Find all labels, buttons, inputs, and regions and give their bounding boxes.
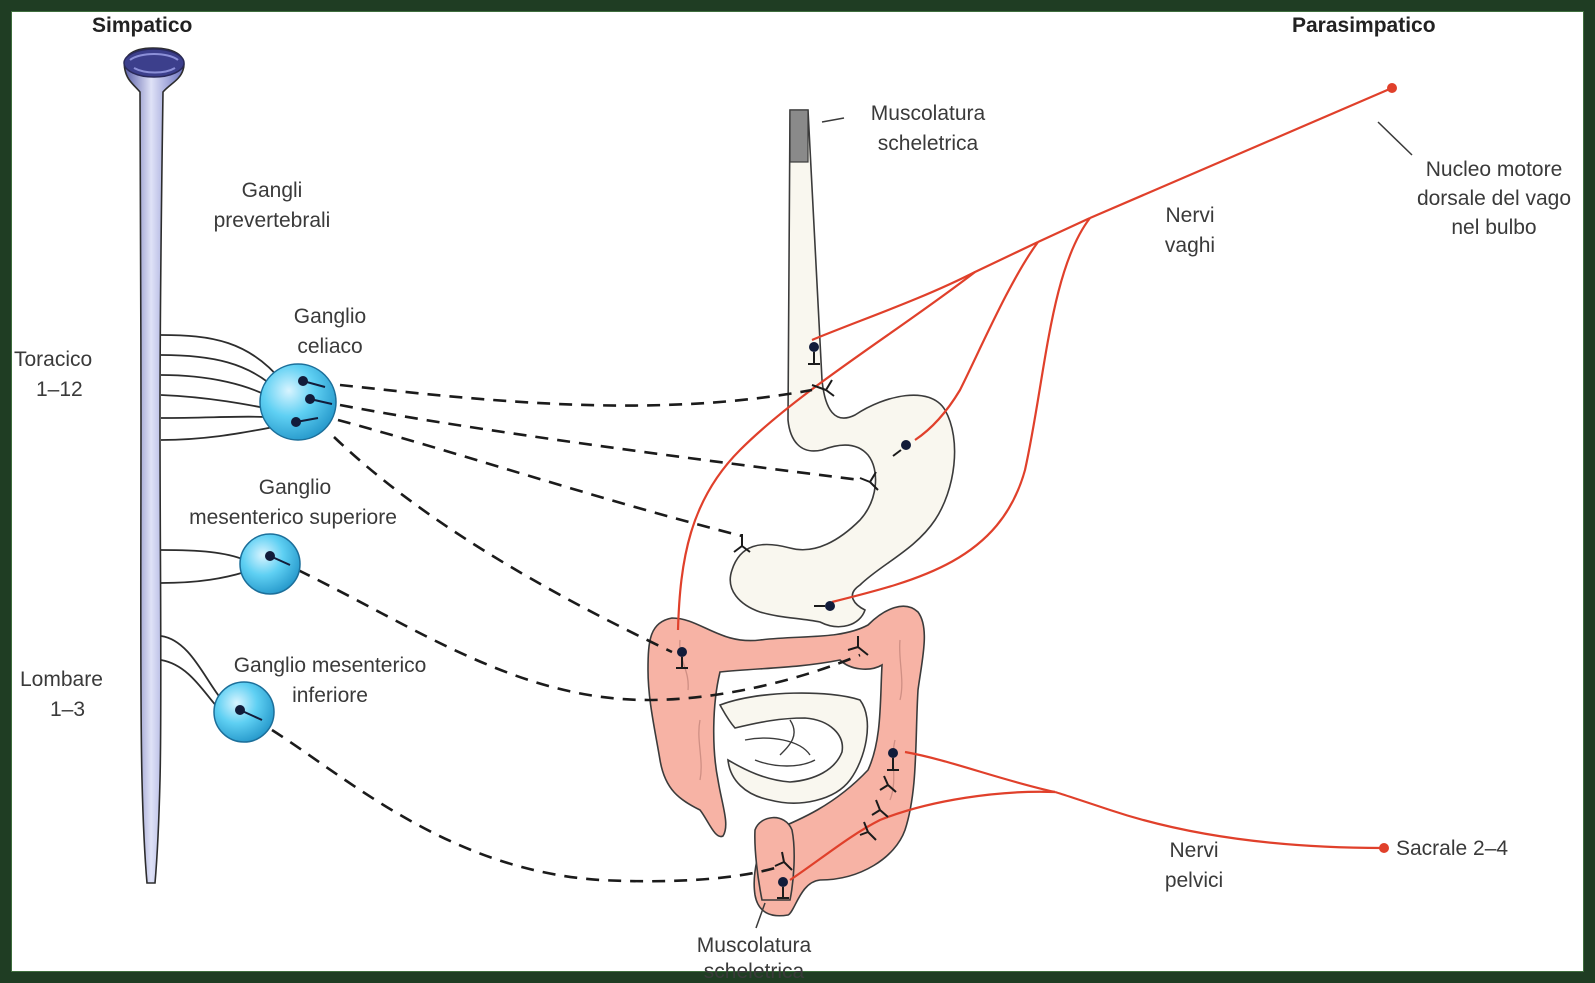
prevertebral-ganglia-label-1: Gangli bbox=[242, 179, 303, 202]
celiac-ganglion-label-1: Ganglio bbox=[294, 305, 366, 328]
pelvic-nerves-label-1: Nervi bbox=[1169, 839, 1218, 862]
sympathetic-header: Simpatico bbox=[92, 14, 192, 37]
thoracic-label-2: 1–12 bbox=[36, 378, 83, 401]
sympathetic-fibers bbox=[272, 385, 860, 881]
inferior-mesenteric-label-2: inferiore bbox=[292, 684, 368, 707]
superior-mesenteric-ganglion bbox=[240, 534, 300, 594]
dorsal-motor-nucleus-label-2: dorsale del vago bbox=[1417, 187, 1571, 210]
skeletal-muscle-bottom-label-2: scheletrica bbox=[704, 960, 805, 983]
vagus-nerves-label-2: vaghi bbox=[1165, 234, 1215, 257]
small-intestine bbox=[720, 693, 867, 803]
celiac-ganglion bbox=[260, 364, 336, 440]
dorsal-motor-nucleus-label-1: Nucleo motore bbox=[1426, 158, 1563, 181]
parasympathetic-header: Parasimpatico bbox=[1292, 14, 1436, 37]
gastrointestinal-tract bbox=[648, 110, 955, 916]
sacral-label: Sacrale 2–4 bbox=[1396, 837, 1508, 860]
thoracic-label-1: Toracico bbox=[14, 348, 92, 371]
skeletal-muscle-top-label-1: Muscolatura bbox=[871, 102, 986, 125]
superior-mesenteric-label-1: Ganglio bbox=[259, 476, 331, 499]
skeletal-muscle-top-label-2: scheletrica bbox=[878, 132, 979, 155]
skeletal-muscle-bottom-label-1: Muscolatura bbox=[697, 934, 812, 957]
lumbar-label-2: 1–3 bbox=[50, 698, 85, 721]
dorsal-motor-nucleus-label-3: nel bulbo bbox=[1451, 216, 1536, 239]
superior-mesenteric-label-2: mesenterico superiore bbox=[189, 506, 397, 529]
prevertebral-ganglia-label-2: prevertebrali bbox=[214, 209, 331, 232]
spinal-cord bbox=[124, 48, 184, 883]
celiac-ganglion-label-2: celiaco bbox=[297, 335, 362, 358]
lumbar-label-1: Lombare bbox=[20, 668, 103, 691]
rectum bbox=[755, 818, 794, 900]
vagus-nerves-label-1: Nervi bbox=[1165, 204, 1214, 227]
esophagus-skeletal-muscle bbox=[790, 110, 808, 162]
dorsal-motor-nucleus-cell bbox=[1387, 83, 1397, 93]
inferior-mesenteric-ganglion bbox=[214, 682, 274, 742]
sacral-cell bbox=[1379, 843, 1389, 853]
pelvic-nerves-label-2: pelvici bbox=[1165, 869, 1223, 892]
inferior-mesenteric-label-1: Ganglio mesenterico bbox=[234, 654, 427, 677]
